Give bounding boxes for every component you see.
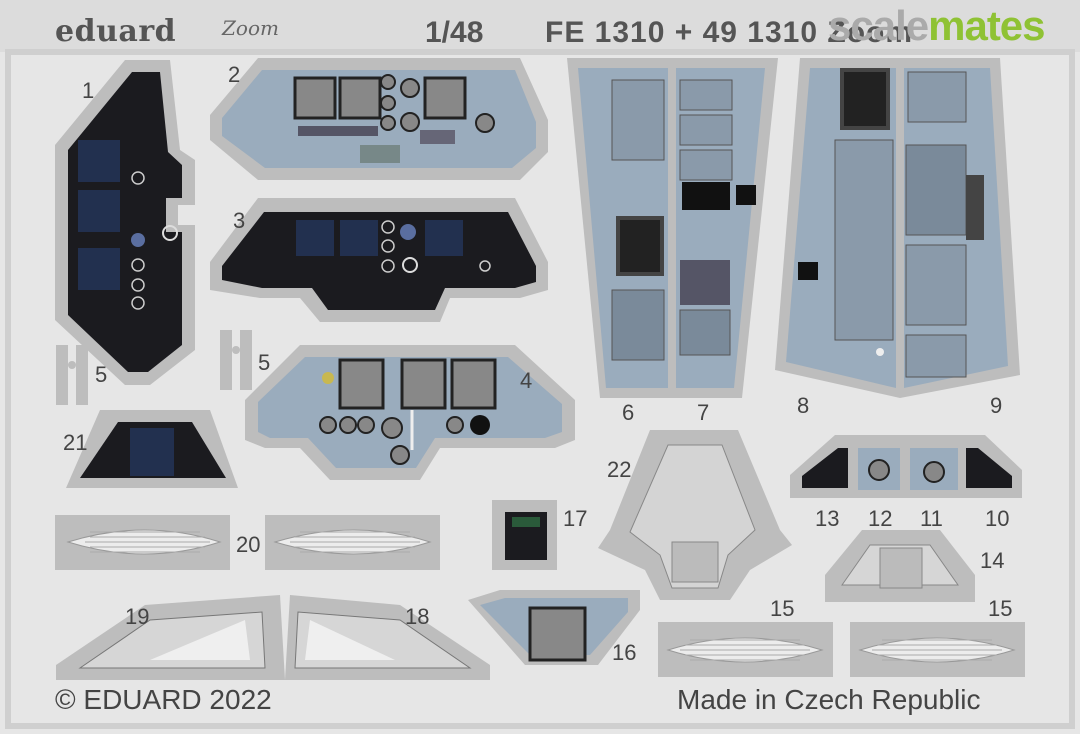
part-number-15b: 15 <box>988 596 1013 621</box>
part-number-16: 16 <box>612 640 637 665</box>
part-21-panel <box>66 410 238 488</box>
part-number-5b: 5 <box>258 350 271 375</box>
part-17-panel <box>492 500 557 570</box>
part-number-6: 6 <box>622 400 635 425</box>
scale-label: 1/48 <box>425 16 484 49</box>
part-number-10: 10 <box>985 506 1010 531</box>
part-number-12: 12 <box>868 506 893 531</box>
part-number-21: 21 <box>63 430 88 455</box>
product-code: FE 1310 + 49 1310 Zoom <box>545 16 914 49</box>
part-number-1: 1 <box>82 78 95 103</box>
brand-logo: eduard <box>55 14 177 49</box>
part-16-panel <box>468 590 640 665</box>
part-15-vent-right <box>850 622 1025 677</box>
part-number-19: 19 <box>125 604 150 629</box>
part-5-clip-right <box>220 330 252 390</box>
part-number-20: 20 <box>236 532 261 557</box>
part-number-13: 13 <box>815 506 840 531</box>
copyright-text: © EDUARD 2022 <box>55 684 272 715</box>
part-number-8: 8 <box>797 393 810 418</box>
part-5-clip-left <box>56 345 88 405</box>
part-19-18-wedges <box>56 595 490 680</box>
scalemates-watermark: scalemates <box>828 2 1046 49</box>
part-number-7: 7 <box>697 400 710 425</box>
made-in-text: Made in Czech Republic <box>677 684 981 715</box>
part-22-frame <box>598 430 792 600</box>
part-number-5a: 5 <box>95 362 108 387</box>
part-4-panel <box>245 345 575 480</box>
part-15-vent-left <box>658 622 833 677</box>
part-3-panel <box>210 198 548 322</box>
part-20-vent-left <box>55 515 230 570</box>
part-number-22: 22 <box>607 457 632 482</box>
part-number-14: 14 <box>980 548 1005 573</box>
sheet-frame <box>5 49 1075 729</box>
part-number-9: 9 <box>990 393 1003 418</box>
zoom-logo: Zoom <box>222 16 279 40</box>
part-number-4: 4 <box>520 368 533 393</box>
part-6-7-side-consoles <box>567 58 778 398</box>
part-20-vent-right <box>265 515 440 570</box>
part-8-9-side-consoles <box>775 58 1020 398</box>
part-2-panel <box>210 58 548 180</box>
part-number-3: 3 <box>233 208 246 233</box>
part-14-frame <box>825 530 975 602</box>
part-number-2: 2 <box>228 62 241 87</box>
part-number-15a: 15 <box>770 596 795 621</box>
part-number-17: 17 <box>563 506 588 531</box>
part-1-panel <box>55 60 195 385</box>
part-number-11: 11 <box>920 506 943 531</box>
parts-10-13-strip <box>790 435 1022 498</box>
header-bar <box>0 0 1080 52</box>
part-number-18: 18 <box>405 604 430 629</box>
